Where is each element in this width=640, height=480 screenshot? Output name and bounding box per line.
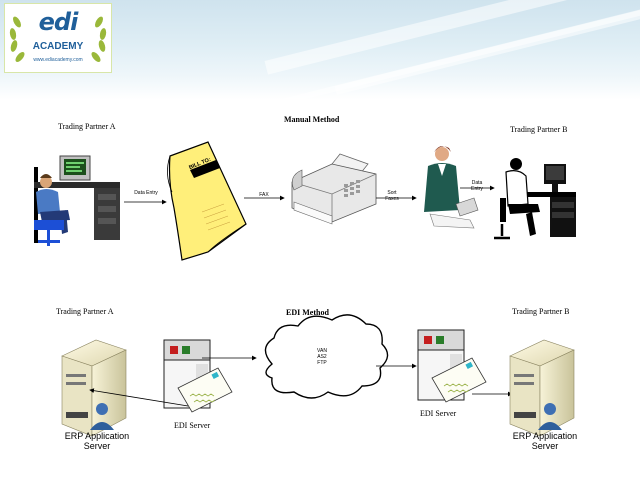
- user-person-right-icon: [538, 403, 562, 430]
- logo-subtitle: ACADEMY: [32, 41, 84, 52]
- edi-method-title: EDI Method: [286, 308, 329, 317]
- manual-method-title: Manual Method: [284, 115, 340, 124]
- erp-server-left-icon: [61, 339, 127, 437]
- network-cloud-icon: [264, 314, 389, 399]
- edi-partner-b-label: Trading Partner B: [512, 307, 570, 316]
- desk-worker-icon: [494, 158, 576, 240]
- arrow-to-erp-left: [89, 388, 189, 407]
- laurel-wreath-icon: [9, 16, 107, 62]
- fax-label: FAX: [259, 192, 269, 198]
- diagram-artwork: [34, 141, 576, 437]
- edi-document-left-icon: [177, 367, 233, 413]
- logo-brand-text: edi: [38, 8, 79, 36]
- office-clerk-icon: [424, 146, 479, 229]
- network-van-label: VAN: [317, 348, 327, 354]
- edi-comparison-diagram: Manual Method Trading Partner A Trading …: [32, 112, 588, 454]
- network-ftp-label: FTP: [317, 360, 327, 366]
- logo-url: www.ediacademy.com: [33, 57, 83, 63]
- erp-server-right-label: ERP Application Server: [512, 431, 578, 451]
- edi-server-right-label: EDI Server: [420, 409, 457, 418]
- edi-server-left-label: EDI Server: [174, 421, 211, 430]
- slide-header-banner: edi ACADEMY www.ediacademy.com: [0, 0, 640, 100]
- computer-user-icon: [34, 155, 120, 246]
- data-entry-b-label: Data Entry: [471, 180, 483, 192]
- manual-partner-a-label: Trading Partner A: [58, 122, 116, 131]
- erp-server-left-label: ERP Application Server: [64, 431, 130, 451]
- erp-server-right-icon: [509, 339, 575, 437]
- invoice-document-icon: [167, 141, 247, 261]
- fax-machine-icon: [291, 153, 377, 225]
- edi-document-right-icon: [431, 357, 487, 403]
- network-as2-label: AS2: [317, 354, 327, 360]
- sort-faxes-label: Sort Faxes: [385, 190, 399, 202]
- edi-partner-a-label: Trading Partner A: [56, 307, 114, 316]
- data-entry-a-label: Data Entry: [134, 190, 158, 196]
- user-person-left-icon: [90, 403, 114, 430]
- manual-partner-b-label: Trading Partner B: [510, 125, 568, 134]
- edi-academy-logo: edi ACADEMY www.ediacademy.com: [4, 3, 112, 73]
